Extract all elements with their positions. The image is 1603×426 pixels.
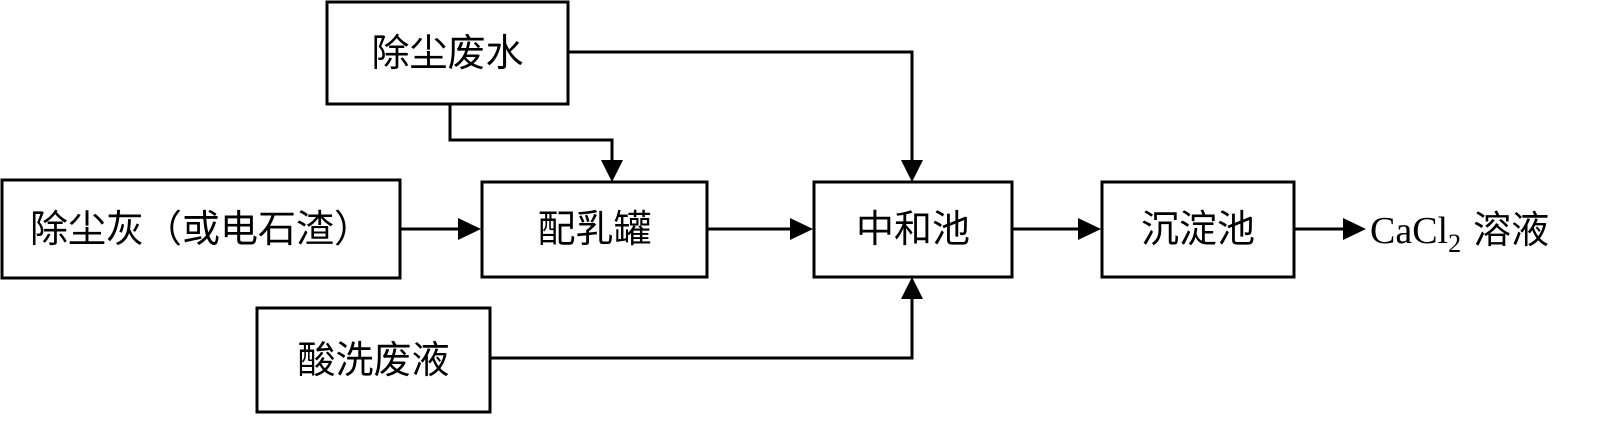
node-settling-pool-label: 沉淀池 — [1141, 207, 1255, 251]
node-milk-tank-label: 配乳罐 — [537, 207, 651, 251]
output-solution-label: 溶液 — [1473, 208, 1549, 252]
edge-wastewater-to-neutralization — [568, 50, 914, 165]
node-milk-tank: 配乳罐 — [480, 180, 709, 279]
arrowhead-into-neutralization-top — [901, 160, 923, 182]
node-neutralization-pool-label: 中和池 — [856, 207, 970, 251]
arrowhead-into-neutralization-bottom — [901, 277, 923, 299]
edge-wastewater-to-milk-tank — [448, 104, 614, 165]
node-pickling-waste-label: 酸洗废液 — [297, 338, 449, 382]
node-dust-wastewater: 除尘废水 — [325, 0, 570, 106]
node-neutralization-pool: 中和池 — [812, 180, 1014, 279]
node-dust-wastewater-label: 除尘废水 — [371, 31, 523, 75]
arrowhead-settling-to-output — [1343, 218, 1366, 240]
output-label: CaCl2 溶液 — [1370, 208, 1549, 258]
arrowhead-milk-tank-to-neutralization — [790, 218, 813, 240]
arrowhead-ash-to-milk-tank — [458, 218, 481, 240]
node-dust-ash-label: 除尘灰（或电石渣） — [30, 207, 372, 251]
node-dust-ash: 除尘灰（或电石渣） — [0, 178, 402, 280]
output-formula: CaCl — [1370, 210, 1448, 252]
node-settling-pool: 沉淀池 — [1100, 180, 1296, 279]
edge-pickling-to-neutralization — [490, 296, 914, 360]
node-pickling-waste: 酸洗废液 — [255, 306, 492, 414]
connectors — [400, 50, 1366, 360]
arrowhead-into-milk-tank — [601, 160, 623, 182]
arrowhead-neutralization-to-settling — [1078, 218, 1101, 240]
output-formula-subscript: 2 — [1448, 229, 1461, 258]
